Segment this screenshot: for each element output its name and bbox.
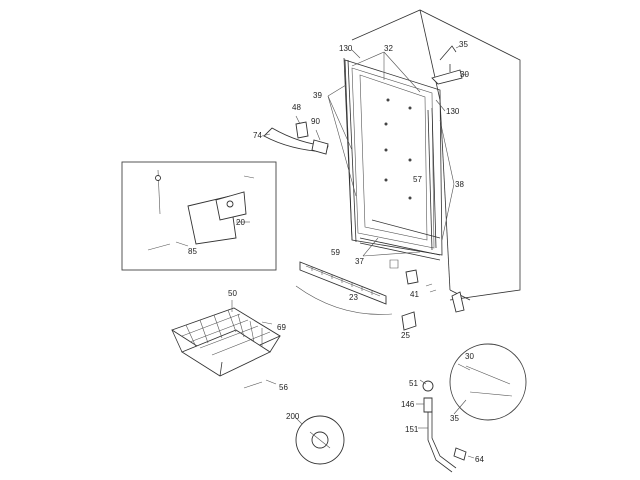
callout-labels: 130 32 35 30 39 130 48 90 74 57 38 20 85… bbox=[188, 40, 484, 464]
callout-69: 69 bbox=[277, 323, 286, 332]
callout-59: 59 bbox=[331, 248, 340, 257]
leader-lines bbox=[327, 49, 455, 257]
callout-23: 23 bbox=[349, 293, 358, 302]
small-parts bbox=[401, 269, 465, 331]
top-hinge bbox=[431, 45, 469, 85]
door-gasket bbox=[343, 57, 441, 261]
callout-30-top: 30 bbox=[460, 70, 469, 79]
callout-35-detail: 35 bbox=[450, 414, 459, 423]
callout-85: 85 bbox=[188, 247, 197, 256]
thermostat-knob bbox=[295, 415, 345, 465]
callout-35-top: 35 bbox=[459, 40, 468, 49]
callout-90: 90 bbox=[311, 117, 320, 126]
callout-50: 50 bbox=[228, 289, 237, 298]
callout-64: 64 bbox=[475, 455, 484, 464]
callout-39: 39 bbox=[313, 91, 322, 100]
callout-151: 151 bbox=[405, 425, 419, 434]
hinge-detail-inset bbox=[121, 161, 277, 271]
callout-48: 48 bbox=[292, 103, 301, 112]
front-grille bbox=[295, 259, 399, 315]
callout-130-right: 130 bbox=[446, 107, 460, 116]
callout-32: 32 bbox=[384, 44, 393, 53]
callout-25: 25 bbox=[401, 331, 410, 340]
leveling-leg bbox=[416, 379, 475, 473]
callout-20: 20 bbox=[236, 218, 245, 227]
callout-74: 74 bbox=[253, 131, 262, 140]
callout-37: 37 bbox=[355, 257, 364, 266]
callout-51: 51 bbox=[409, 379, 418, 388]
callout-41: 41 bbox=[410, 290, 419, 299]
cabinet bbox=[351, 9, 521, 301]
callout-30-detail: 30 bbox=[465, 352, 474, 361]
basket bbox=[170, 300, 281, 389]
callout-57: 57 bbox=[413, 175, 422, 184]
door-handle bbox=[261, 115, 329, 155]
magnified-detail bbox=[449, 343, 527, 421]
callout-38: 38 bbox=[455, 180, 464, 189]
callout-56: 56 bbox=[279, 383, 288, 392]
callout-130-top: 130 bbox=[339, 44, 353, 53]
callout-146: 146 bbox=[401, 400, 415, 409]
callout-200: 200 bbox=[286, 412, 300, 421]
